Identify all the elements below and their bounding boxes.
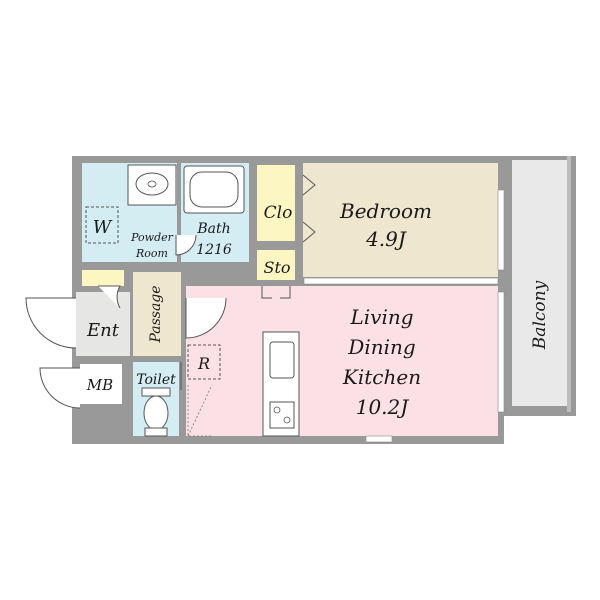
toilet-tank xyxy=(141,387,171,397)
passage-floor xyxy=(133,272,181,356)
sink-basin xyxy=(135,172,169,196)
toilet-bowl xyxy=(143,395,169,431)
balcony-floor xyxy=(512,160,567,406)
bathtub-basin xyxy=(189,171,239,208)
storage-floor xyxy=(257,250,295,280)
ldk-label-kitchen: Kitchen xyxy=(342,365,421,389)
ldk-hatch xyxy=(187,384,213,437)
stove-burner-icon xyxy=(283,416,291,424)
entrance-door xyxy=(25,297,77,349)
entrance-label: Ent xyxy=(86,320,120,341)
balcony-label: Balcony xyxy=(530,280,550,350)
bedroom-floor xyxy=(303,163,498,277)
stove-burner-icon xyxy=(273,406,281,414)
bath-door xyxy=(175,234,197,256)
balcony-rail xyxy=(567,156,571,412)
passage-label: Passage xyxy=(148,285,164,343)
bath-label: Bath xyxy=(196,221,230,237)
storage-label: Sto xyxy=(263,258,290,277)
kitchen-sink xyxy=(269,341,295,379)
ldk-label-living: Living xyxy=(349,305,413,329)
bedroom-size: 4.9J xyxy=(365,227,407,251)
powder-door xyxy=(98,285,121,309)
window xyxy=(497,189,505,271)
window xyxy=(497,291,505,413)
toilet-base xyxy=(144,427,168,437)
entrance-floor xyxy=(76,292,130,356)
passage-shelf xyxy=(82,270,124,286)
powder-label-2: Room xyxy=(135,247,168,260)
ldk-label-dining: Dining xyxy=(347,335,415,359)
storage-door xyxy=(261,286,291,299)
powder-label-1: Powder xyxy=(130,231,174,244)
washer-space xyxy=(85,206,119,244)
closet-label: Clo xyxy=(264,203,293,223)
sink-drain xyxy=(147,180,157,188)
toilet-label: Toilet xyxy=(136,372,176,388)
mb-floor xyxy=(80,364,122,404)
closet-door xyxy=(302,174,316,243)
mb-door xyxy=(39,367,81,409)
refrigerator-label: R xyxy=(197,354,210,373)
mb-label: MB xyxy=(86,376,113,394)
ldk-size: 10.2J xyxy=(356,395,410,419)
window xyxy=(303,277,499,285)
ldk-door xyxy=(185,297,227,339)
refrigerator-space xyxy=(187,344,221,380)
bedroom-label: Bedroom xyxy=(339,199,432,223)
stove xyxy=(269,401,295,429)
window xyxy=(365,435,393,443)
closet-floor xyxy=(257,165,295,241)
bath-size: 1216 xyxy=(196,242,232,258)
washer-label: W xyxy=(93,217,113,238)
